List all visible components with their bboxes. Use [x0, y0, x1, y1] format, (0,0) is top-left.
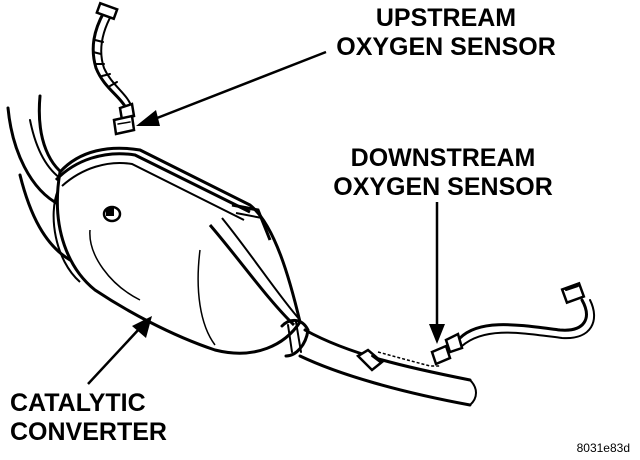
converter-arrow: [88, 328, 140, 384]
downstream-label-line2: OXYGEN SENSOR: [333, 173, 553, 201]
downstream-arrowhead: [429, 324, 445, 344]
sensor-boss-outline: [378, 352, 440, 366]
converter-label-line1: CATALYTIC: [10, 389, 146, 417]
downstream-label-line1: DOWNSTREAM: [351, 144, 536, 172]
upstream-label-line2: OXYGEN SENSOR: [336, 33, 556, 61]
catalytic-converter-shell: [54, 148, 300, 353]
upstream-label-line1: UPSTREAM: [376, 4, 516, 32]
upstream-arrowhead: [136, 110, 160, 126]
downstream-oxygen-sensor: [432, 283, 594, 364]
converter-label-line2: CONVERTER: [10, 418, 167, 446]
upstream-oxygen-sensor: [93, 3, 134, 134]
upstream-arrow: [152, 52, 326, 120]
outlet-pipe: [282, 320, 476, 405]
converter-stud: [104, 207, 120, 221]
figure-code: 8031e83d: [577, 441, 630, 455]
